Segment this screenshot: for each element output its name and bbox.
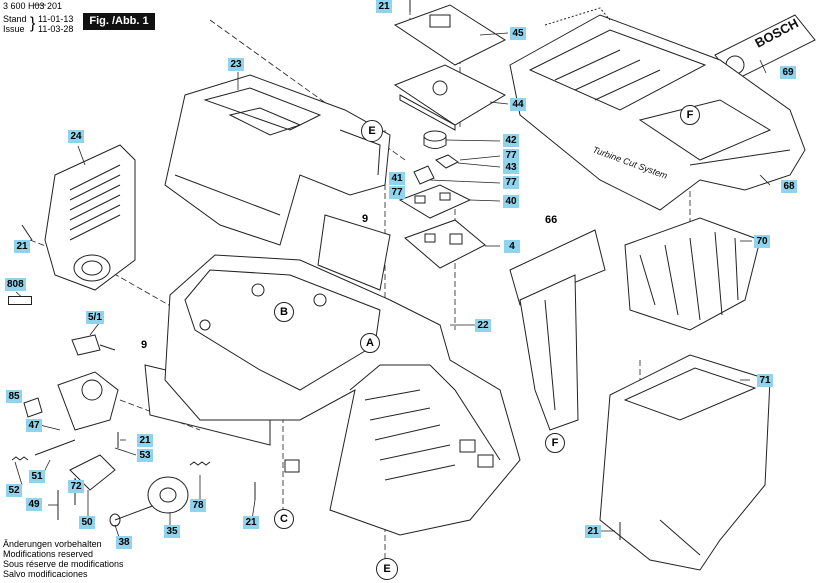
part-label-47: 47	[26, 419, 42, 432]
part-label-21-bottom: 21	[243, 516, 259, 529]
section-marker-E-bottom: E	[376, 558, 398, 580]
part-label-45: 45	[510, 27, 526, 40]
part-label-808: 808	[5, 278, 26, 291]
part-label-21-top: 21	[376, 0, 392, 13]
part-label-9-upper: 9	[362, 213, 369, 225]
footer-line-fr: Sous réserve de modifications	[3, 559, 124, 569]
part-9-sheet-upper	[317, 214, 391, 291]
section-marker-C: C	[274, 509, 294, 529]
part-label-22: 22	[475, 319, 491, 332]
part-label-77-a: 77	[503, 149, 519, 162]
part-22-housing	[164, 254, 521, 536]
part-42-knob	[423, 130, 447, 149]
part-label-85: 85	[6, 390, 22, 403]
section-marker-F-body: F	[680, 105, 700, 125]
part-label-21-mid: 21	[137, 434, 153, 447]
part-label-38: 38	[116, 536, 132, 549]
section-marker-F-handle: F	[545, 433, 565, 453]
part-label-40: 40	[503, 195, 519, 208]
part-label-70: 70	[754, 235, 770, 248]
part-label-42: 42	[503, 134, 519, 147]
part-label-53: 53	[137, 449, 153, 462]
part-38-screw	[109, 504, 156, 527]
part-label-5-1: 5/1	[86, 311, 104, 324]
part-label-24: 24	[68, 130, 84, 143]
part-label-9-lower: 9	[141, 339, 148, 351]
part-85-clip	[23, 397, 43, 418]
part-label-78: 78	[190, 499, 206, 512]
footer-line-es: Salvo modificaciones	[3, 569, 88, 579]
part-label-35: 35	[164, 525, 180, 538]
part-5-1-connector	[71, 334, 116, 356]
stand-label: Stand	[3, 14, 27, 24]
part-808-sticker	[8, 296, 32, 305]
issue-date: 11-03-28	[38, 24, 74, 34]
part-label-21-right: 21	[585, 525, 601, 538]
part-4-pcb	[404, 219, 486, 269]
part-35-fan	[147, 476, 189, 514]
part-label-50: 50	[79, 516, 95, 529]
part-label-23: 23	[228, 58, 244, 71]
section-marker-B: B	[274, 302, 294, 322]
part-label-52: 52	[6, 484, 22, 497]
part-label-77-b: 77	[389, 186, 405, 199]
figure-label: Fig. /Abb. 1	[83, 13, 155, 30]
part-41-switch	[413, 165, 435, 185]
part-78-spring	[189, 461, 211, 466]
part-68-hopper	[509, 7, 806, 211]
part-23-upper-cover	[164, 74, 391, 246]
part-label-21-left: 21	[14, 240, 30, 253]
part-label-43: 43	[503, 161, 519, 174]
footer-line-de: Änderungen vorbehalten	[3, 539, 102, 549]
part-45-plate	[393, 0, 507, 66]
stand-date: 11-01-13	[38, 14, 74, 24]
part-43-button	[435, 154, 459, 169]
part-label-44: 44	[510, 98, 526, 111]
part-label-49: 49	[26, 498, 42, 511]
part-label-69: 69	[780, 66, 796, 79]
issue-label: Issue	[3, 24, 25, 34]
part-label-77-c: 77	[503, 176, 519, 189]
part-label-66: 66	[545, 214, 558, 226]
part-label-51: 51	[29, 470, 45, 483]
part-label-72: 72	[68, 480, 84, 493]
part-52-spring	[11, 456, 29, 461]
footer-line-en: Modifications reserved	[3, 549, 94, 559]
part-47-bracket	[57, 371, 119, 431]
part-70-basket	[624, 217, 761, 331]
section-marker-A: A	[360, 333, 380, 353]
document-number: 3 600 H03 201	[3, 1, 63, 11]
part-label-68: 68	[781, 180, 797, 193]
brace-glyph: }	[30, 15, 36, 32]
part-21-screws	[21, 224, 621, 540]
part-label-4: 4	[504, 240, 520, 253]
part-label-41: 41	[389, 172, 405, 185]
part-24-side-cover	[44, 144, 136, 291]
section-marker-E-top: E	[361, 120, 383, 142]
part-44-plate	[393, 64, 507, 131]
part-label-71: 71	[757, 374, 773, 387]
part-40-module	[398, 184, 472, 219]
part-66-handle	[509, 229, 606, 431]
part-71-box	[599, 354, 771, 571]
part-51-rod	[34, 439, 76, 456]
